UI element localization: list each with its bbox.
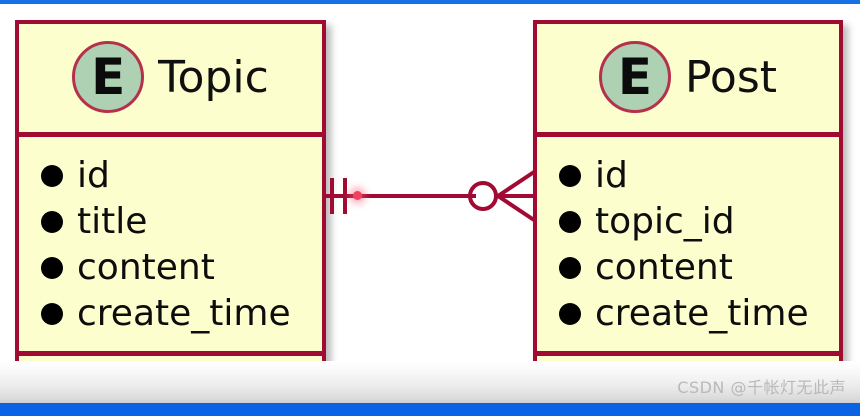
cardinality-one-tick-outer-icon [330, 178, 334, 214]
top-window-bar [0, 0, 860, 4]
attribute-label: content [595, 247, 733, 288]
bullet-icon [41, 303, 63, 325]
entity-topic-name: Topic [158, 51, 269, 103]
bullet-icon [559, 211, 581, 233]
entity-topic-header: E Topic [19, 24, 322, 137]
entity-stereotype-icon: E [598, 41, 671, 113]
attribute-row[interactable]: content [41, 245, 322, 291]
attribute-row[interactable]: id [559, 153, 839, 199]
attribute-label: title [77, 201, 148, 242]
bullet-icon [559, 303, 581, 325]
entity-post[interactable]: E Post id topic_id content create_time [533, 20, 843, 370]
entity-post-attributes: id topic_id content create_time [537, 137, 839, 356]
entity-stereotype-icon: E [72, 41, 145, 113]
attribute-label: id [77, 155, 110, 196]
attribute-label: create_time [77, 293, 291, 334]
bottom-gradient-band [0, 361, 860, 403]
entity-topic-attributes: id title content create_time [19, 137, 322, 356]
bullet-icon [559, 257, 581, 279]
cardinality-many-crowsfoot-icon [496, 170, 536, 222]
bullet-icon [41, 211, 63, 233]
attribute-row[interactable]: create_time [41, 291, 322, 337]
attribute-label: create_time [595, 293, 809, 334]
attribute-label: topic_id [595, 201, 735, 242]
attribute-row[interactable]: create_time [559, 291, 839, 337]
bullet-icon [559, 165, 581, 187]
entity-topic[interactable]: E Topic id title content create_time [15, 20, 326, 370]
bullet-icon [41, 257, 63, 279]
attribute-label: id [595, 155, 628, 196]
watermark-text: CSDN @千帐灯无此声 [677, 378, 846, 397]
selection-handle[interactable] [353, 191, 362, 200]
entity-post-header: E Post [537, 24, 839, 137]
attribute-row[interactable]: topic_id [559, 199, 839, 245]
attribute-row[interactable]: content [559, 245, 839, 291]
attribute-label: content [77, 247, 215, 288]
attribute-row[interactable]: title [41, 199, 322, 245]
entity-post-name: Post [684, 51, 778, 103]
bottom-window-bar [0, 403, 860, 416]
relationship-line[interactable] [326, 194, 476, 198]
cardinality-zero-circle-icon [468, 181, 498, 211]
cardinality-one-tick-inner-icon [343, 178, 347, 214]
bullet-icon [41, 165, 63, 187]
attribute-row[interactable]: id [41, 153, 322, 199]
